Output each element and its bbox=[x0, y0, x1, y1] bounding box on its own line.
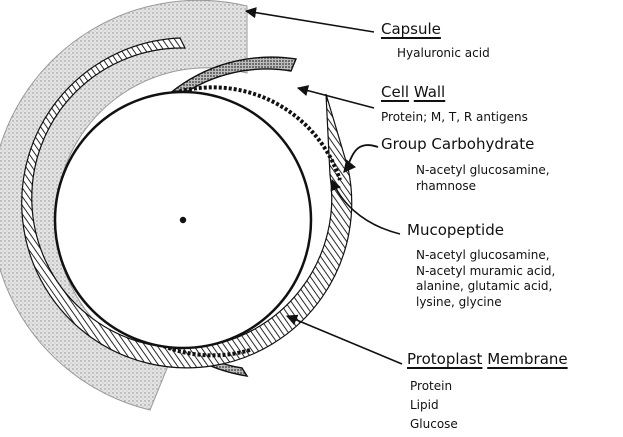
capsule-components: Hyaluronic acid bbox=[397, 46, 490, 62]
protoplast-title-word1: Protoplast bbox=[407, 350, 482, 368]
cell-wall-title-word1: Cell bbox=[381, 83, 409, 101]
capsule-title: Capsule bbox=[381, 20, 441, 38]
capsule-component: Hyaluronic acid bbox=[397, 46, 490, 62]
group-carbohydrate-component: rhamnose bbox=[416, 179, 550, 195]
cell-wall-component: Protein; M, T, R antigens bbox=[381, 110, 528, 126]
mucopeptide-components: N-acetyl glucosamine, N-acetyl muramic a… bbox=[416, 248, 555, 310]
group-carbohydrate-title: Group Carbohydrate bbox=[381, 135, 534, 153]
mucopeptide-component: N-acetyl glucosamine, bbox=[416, 248, 555, 264]
protoplast-membrane-components: Protein Lipid Glucose bbox=[410, 377, 458, 434]
mucopeptide-component: N-acetyl muramic acid, bbox=[416, 264, 555, 280]
center-dot bbox=[180, 217, 186, 223]
protoplast-component: Lipid bbox=[410, 396, 458, 415]
protoplast-arrow bbox=[287, 316, 402, 364]
protoplast-title-word2: Membrane bbox=[487, 350, 567, 368]
capsule-arrow bbox=[246, 11, 374, 32]
mucopeptide-title: Mucopeptide bbox=[407, 221, 504, 239]
mucopeptide-component: alanine, glutamic acid, bbox=[416, 279, 555, 295]
cell-wall-title-word2: Wall bbox=[414, 83, 445, 101]
cell-wall-components: Protein; M, T, R antigens bbox=[381, 110, 528, 126]
group-carbohydrate-arrow bbox=[344, 145, 378, 172]
protoplast-component: Protein bbox=[410, 377, 458, 396]
mucopeptide-component: lysine, glycine bbox=[416, 295, 555, 311]
group-carbohydrate-components: N-acetyl glucosamine, rhamnose bbox=[416, 163, 550, 194]
capsule-title-text: Capsule bbox=[381, 20, 441, 38]
cell-wall-title: Cell Wall bbox=[381, 83, 445, 101]
protoplast-component: Glucose bbox=[410, 415, 458, 434]
cell-wall-arrow bbox=[298, 88, 374, 108]
protoplast-membrane-title: Protoplast Membrane bbox=[407, 350, 568, 368]
group-carbohydrate-component: N-acetyl glucosamine, bbox=[416, 163, 550, 179]
